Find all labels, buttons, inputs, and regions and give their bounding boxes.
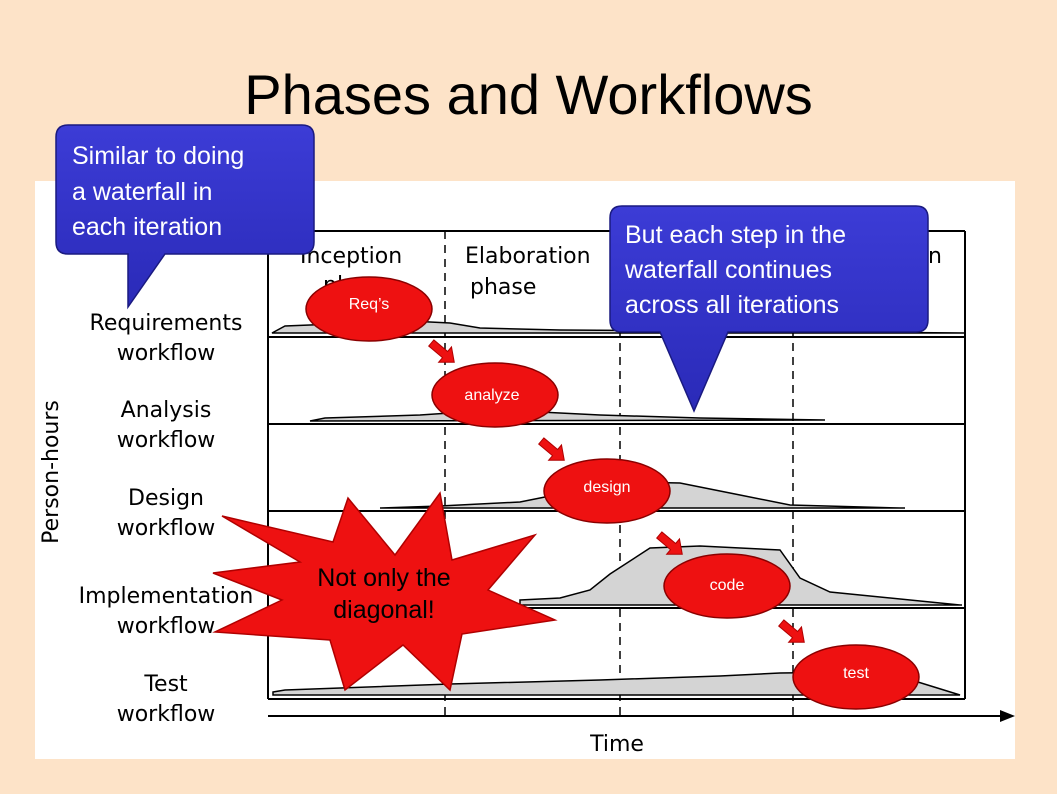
starburst-note: Not only the diagonal! [212,491,558,692]
callout-left-line-1: Similar to doing [72,142,244,170]
test-effort-area [272,671,961,696]
step-oval-reqs: Req’s [305,276,433,342]
callout-right-line-2: waterfall continues [624,256,832,284]
time-axis [268,710,1015,722]
callout-left-line-3: each iteration [72,213,222,241]
callout-right: But each step in the waterfall continues… [609,205,929,413]
step-oval-test: test [792,644,920,710]
workflow-label-design-2: workflow [117,516,216,541]
phase-label-partial: n [928,244,942,269]
step-label-reqs: Req’s [349,296,390,313]
step-label-analyze: analyze [464,387,519,404]
step-label-test: test [843,665,869,682]
workflow-label-test-2: workflow [117,702,216,727]
phase-label-elaboration: Elaboration [465,244,591,269]
step-ovals: Req’s analyze design code test [305,276,920,710]
workflow-label-test: Test [143,672,188,697]
slide-title: Phases and Workflows [244,63,813,126]
arrow-right-icon [537,437,565,461]
x-axis-label: Time [589,732,644,757]
workflow-label-analysis-2: workflow [117,428,216,453]
workflow-label-implementation: Implementation [79,584,254,609]
step-arrows [427,339,805,643]
phase-label-inception: Inception [300,244,402,269]
workflow-label-analysis: Analysis [121,398,212,423]
workflow-label-design: Design [128,486,204,511]
workflow-label-requirements-2: workflow [117,341,216,366]
step-oval-analyze: analyze [431,362,559,428]
step-oval-code: code [663,553,791,619]
workflow-labels: Requirements workflow Analysis workflow … [79,311,254,727]
workflow-label-implementation-2: workflow [117,614,216,639]
y-axis-label: Person-hours [39,400,64,544]
arrow-right-icon [777,619,805,643]
starburst-line-2: diagonal! [333,596,434,624]
callout-left-line-2: a waterfall in [72,178,212,206]
step-label-design: design [583,479,630,496]
workflow-label-requirements: Requirements [90,311,243,336]
arrow-right-icon [655,531,683,555]
step-label-code: code [710,577,745,594]
callout-left: Similar to doing a waterfall in each ite… [55,124,315,310]
axis-arrow-icon [1000,710,1015,722]
callout-right-line-3: across all iterations [625,291,839,319]
step-oval-design: design [543,458,671,524]
phase-label-elaboration-phase: phase [470,275,536,300]
starburst-line-1: Not only the [317,564,450,592]
callout-right-line-1: But each step in the [625,221,846,249]
arrow-right-icon [427,339,455,363]
analysis-effort-area [309,410,826,422]
